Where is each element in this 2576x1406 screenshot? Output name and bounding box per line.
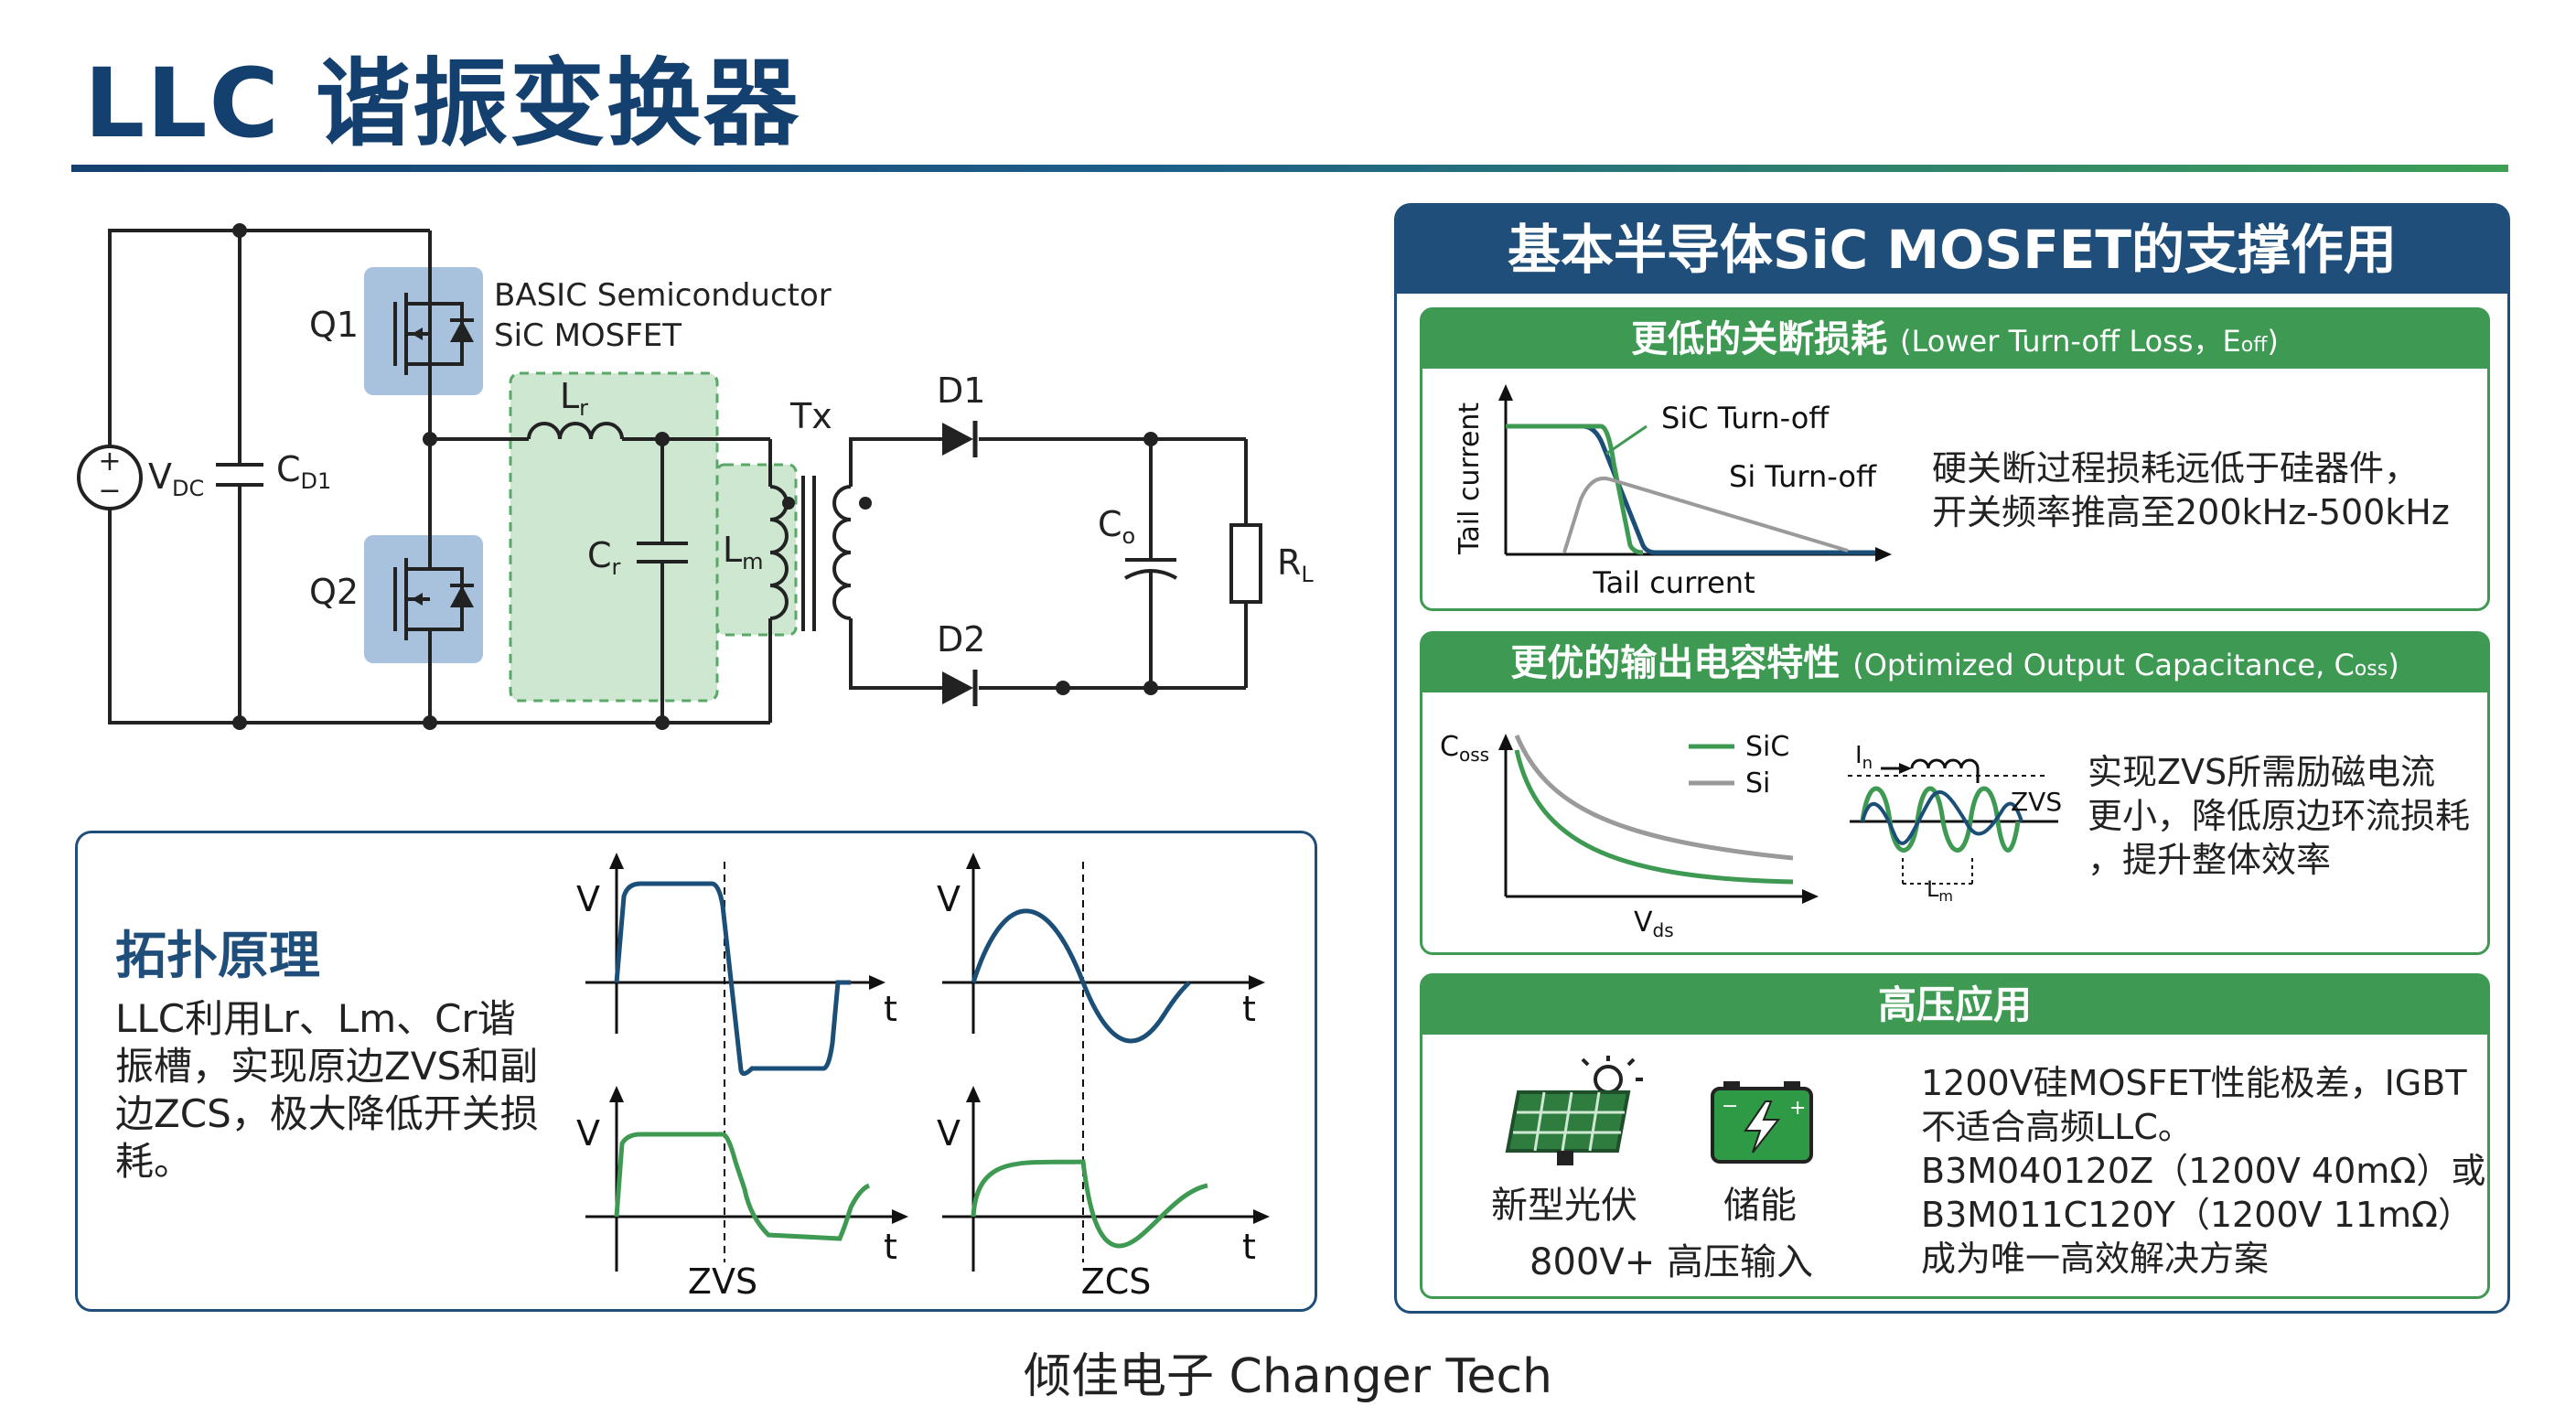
hv-desc-3: B3M040120Z（1200V 40mΩ）或 <box>1921 1151 2486 1191</box>
coss-desc-2: 更小，降低原边环流损耗 <box>2088 796 2471 836</box>
axis-v-4: V <box>937 1113 961 1154</box>
legend-si-turnoff: Si Turn-off <box>1729 459 1877 494</box>
coss-zvs-label: ZVS <box>2011 787 2062 817</box>
circuit-wires <box>108 229 1262 724</box>
sic-turnoff-curve <box>1506 424 1644 555</box>
pv-label: 新型光伏 <box>1491 1185 1637 1227</box>
in-label: In <box>1855 742 1873 773</box>
vdc-label: VDC <box>148 456 204 501</box>
svg-text:−: − <box>1722 1095 1738 1118</box>
turnoff-chart: SiC Turn-off Si Turn-off Tail current Ta… <box>1454 384 1892 600</box>
lm-label: Lm <box>723 530 764 574</box>
turnoff-loss-section: 更低的关断损耗 (Lower Turn-off Loss，Eoff) <box>1420 307 2490 611</box>
svg-text:+: + <box>98 445 121 478</box>
primary-current-waveform <box>614 1132 871 1241</box>
hv-desc-5: 成为唯一高效解决方案 <box>1921 1239 2270 1279</box>
turnoff-x-axis: Tail current <box>1592 565 1755 600</box>
magnetizing-current-sketch: In ZVS Lm <box>1848 742 2062 905</box>
battery-storage-icon: −+ <box>1711 1081 1813 1164</box>
rl-label: RL <box>1277 542 1314 587</box>
topology-heading: 拓扑原理 <box>115 927 320 986</box>
lr-label: Lr <box>560 376 588 421</box>
axis-v-3: V <box>937 879 961 919</box>
coss-section: 更优的输出电容特性 (Optimized Output Capacitance,… <box>1420 631 2490 955</box>
cd1-label: CD1 <box>276 449 331 494</box>
q1-label: Q1 <box>309 305 359 345</box>
q1-body-diode <box>450 320 474 342</box>
hv-section-header: 高压应用 <box>1422 976 2487 1035</box>
legend-si: Si <box>1745 767 1770 800</box>
si-coss-curve <box>1514 735 1794 861</box>
zcs-label: ZCS <box>1081 1261 1152 1302</box>
co-label: Co <box>1098 504 1135 549</box>
lm-highlight <box>715 463 798 637</box>
topology-description: LLC利用Lr、Lm、Cr谐振槽，实现原边ZVS和副边ZCS，极大降低开关损耗。 <box>115 996 539 1184</box>
hv-desc-1: 1200V硅MOSFET性能极差，IGBT <box>1921 1063 2467 1103</box>
coss-chart: SiC Si Coss Vds <box>1440 731 1819 941</box>
axis-t-3: t <box>1242 989 1256 1029</box>
llc-circuit-schematic: + − VDC CD1 Q1 Q2 BASIC Semiconductor Si… <box>77 223 1314 730</box>
zvs-label: ZVS <box>688 1261 757 1302</box>
sic-support-panel <box>1394 203 2510 1314</box>
hv-desc-2: 不适合高频LLC。 <box>1921 1107 2193 1147</box>
axis-t-4: t <box>1242 1227 1256 1267</box>
secondary-current-waveform <box>971 1159 1208 1249</box>
svg-text:+: + <box>1789 1097 1806 1120</box>
primary-voltage-waveform <box>614 881 851 1076</box>
legend-sic: SiC <box>1745 731 1789 763</box>
vdc-source: + − <box>77 445 143 510</box>
coss-y-axis: Coss <box>1440 731 1489 766</box>
si-tail-curve <box>1562 477 1849 553</box>
coss-x-axis: Vds <box>1634 907 1674 941</box>
axis-t-1: t <box>884 989 897 1029</box>
hv-input-label: 800V+ 高压输入 <box>1530 1241 1813 1283</box>
axis-t-2: t <box>884 1227 897 1267</box>
legend-sic-turnoff: SiC Turn-off <box>1661 401 1830 435</box>
d1-label: D1 <box>937 370 985 411</box>
resonant-tank-highlight <box>509 371 719 703</box>
axis-v-1: V <box>576 879 600 919</box>
coss-lm-label: Lm <box>1927 876 1953 905</box>
turnoff-desc-2: 开关频率推高至200kHz-500kHz <box>1932 492 2450 532</box>
topology-panel <box>75 831 1317 1312</box>
d2-label: D2 <box>937 619 985 660</box>
svg-text:−: − <box>98 475 121 507</box>
footer-brand: 倾佳电子 Changer Tech <box>1024 1349 1552 1404</box>
turnoff-desc-1: 硬关断过程损耗远低于硅器件， <box>1932 448 2420 488</box>
waveform-plots: V t V t V t V t ZVS ZCS <box>576 853 1270 1302</box>
solar-panel-icon <box>1505 1056 1643 1165</box>
coss-desc-3: ，提升整体效率 <box>2088 840 2332 880</box>
cr-label: Cr <box>587 535 621 580</box>
q2-body-diode <box>450 585 474 607</box>
axis-v-2: V <box>576 1113 600 1154</box>
turnoff-section-header: 更低的关断损耗 (Lower Turn-off Loss，Eoff) <box>1422 310 2487 369</box>
sic-panel-header: 基本半导体SiC MOSFET的支撑作用 <box>1397 206 2507 294</box>
mosfet-brand-label: BASIC Semiconductor <box>494 277 832 314</box>
storage-label: 储能 <box>1723 1185 1797 1227</box>
diode-d1 <box>942 421 978 457</box>
sic-coss-curve <box>1514 749 1794 885</box>
zvs-blue-wave <box>1861 790 2023 845</box>
mosfet-type-label: SiC MOSFET <box>494 317 682 354</box>
q2-label: Q2 <box>309 572 359 612</box>
page-title: LLC 谐振变换器 <box>84 48 801 159</box>
coss-section-header: 更优的输出电容特性 (Optimized Output Capacitance,… <box>1422 634 2487 692</box>
tx-label: Tx <box>789 396 832 436</box>
diode-d2 <box>942 670 978 706</box>
title-underline <box>71 165 2508 172</box>
turnoff-y-axis: Tail current <box>1454 402 1486 555</box>
coss-desc-1: 实现ZVS所需励磁电流 <box>2088 752 2436 792</box>
resonant-current-waveform <box>971 908 1191 1044</box>
junction-dots <box>232 223 1158 730</box>
hv-desc-4: B3M011C120Y（1200V 11mΩ） <box>1921 1195 2474 1235</box>
